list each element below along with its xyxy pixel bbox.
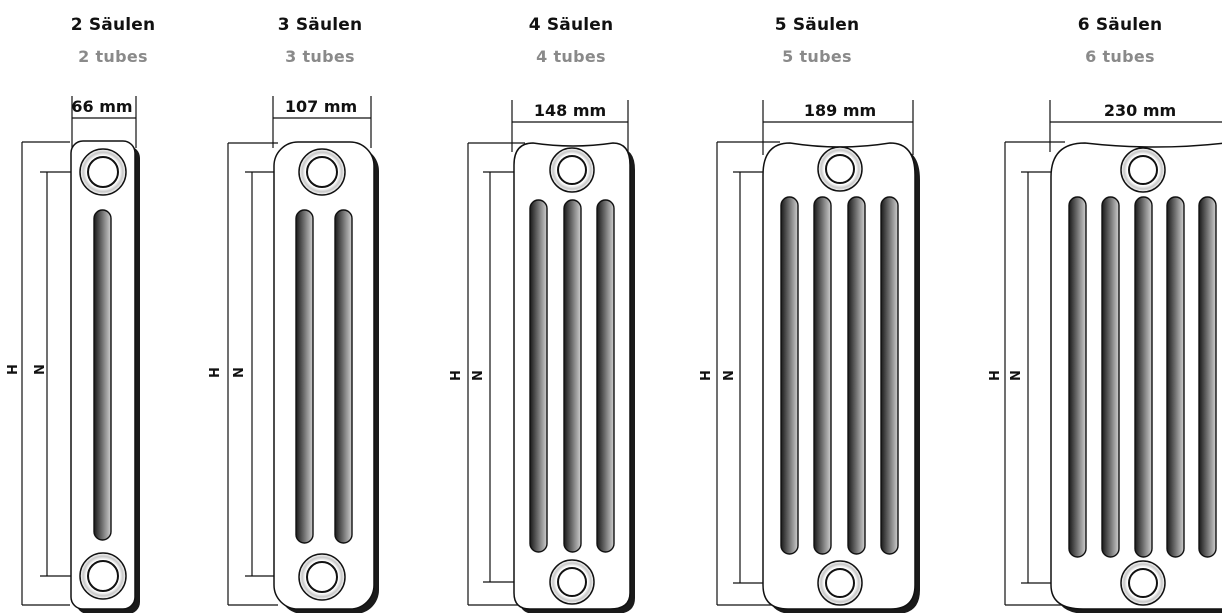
width-label-3: 107 mm [284, 97, 358, 116]
model-subtitle-4: 4 tubes [536, 47, 606, 66]
model-title-2: 2 Säulen [70, 15, 156, 35]
model-subtitle-6: 6 tubes [1085, 47, 1155, 66]
model-title-4: 4 Säulen [528, 15, 614, 35]
radiator-5-tubes [716, 100, 920, 613]
radiator-6-tubes [1004, 100, 1222, 613]
radiator-4-tubes [467, 100, 635, 613]
model-title-6: 6 Säulen [1077, 15, 1163, 35]
radiator-3-tubes [227, 96, 379, 613]
width-label-4: 148 mm [533, 101, 607, 120]
width-label-6: 230 mm [1103, 101, 1177, 120]
model-subtitle-5: 5 tubes [782, 47, 852, 66]
model-title-3: 3 Säulen [277, 15, 363, 35]
width-label-5: 189 mm [803, 101, 877, 120]
width-label-2: 66 mm [71, 97, 133, 116]
model-title-5: 5 Säulen [774, 15, 860, 35]
model-subtitle-2: 2 tubes [78, 47, 148, 66]
model-subtitle-3: 3 tubes [285, 47, 355, 66]
radiator-2-tubes [21, 96, 140, 613]
